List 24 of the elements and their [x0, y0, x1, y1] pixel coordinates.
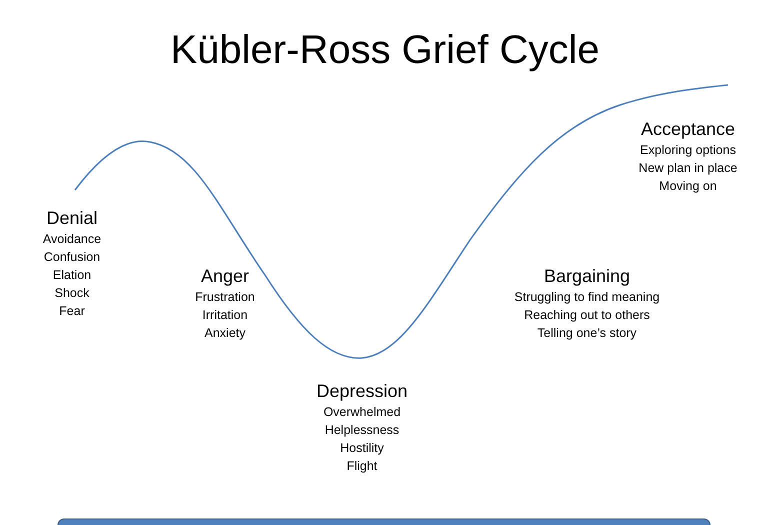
stage-item: Irritation: [202, 307, 248, 324]
stage-heading: Anger: [200, 265, 250, 287]
stage-item: Moving on: [659, 178, 717, 195]
stage-heading: Depression: [316, 380, 408, 402]
stage-heading: Denial: [46, 207, 98, 229]
stage-item: Frustration: [195, 289, 255, 306]
stage-item: Telling one’s story: [537, 325, 637, 342]
stage-item: Confusion: [44, 249, 100, 266]
stage-item: Avoidance: [42, 231, 102, 248]
stage-item: Flight: [346, 458, 378, 475]
stage-item: Exploring options: [640, 142, 736, 159]
stage-item: Anxiety: [204, 325, 246, 342]
stage-item: Overwhelmed: [323, 404, 401, 421]
stage-item: Reaching out to others: [524, 307, 650, 324]
stage-item: Helplessness: [324, 422, 400, 439]
stage-item: Fear: [59, 303, 85, 320]
title: Kübler-Ross Grief Cycle: [170, 27, 600, 74]
stage-item: Elation: [52, 267, 92, 284]
stage-item: New plan in place: [638, 160, 738, 177]
stage-heading: Bargaining: [544, 265, 630, 287]
stage-item: Hostility: [340, 440, 384, 457]
stage-item: Shock: [54, 285, 90, 302]
stage-item: Struggling to find meaning: [514, 289, 660, 306]
stage-heading: Acceptance: [640, 118, 736, 140]
